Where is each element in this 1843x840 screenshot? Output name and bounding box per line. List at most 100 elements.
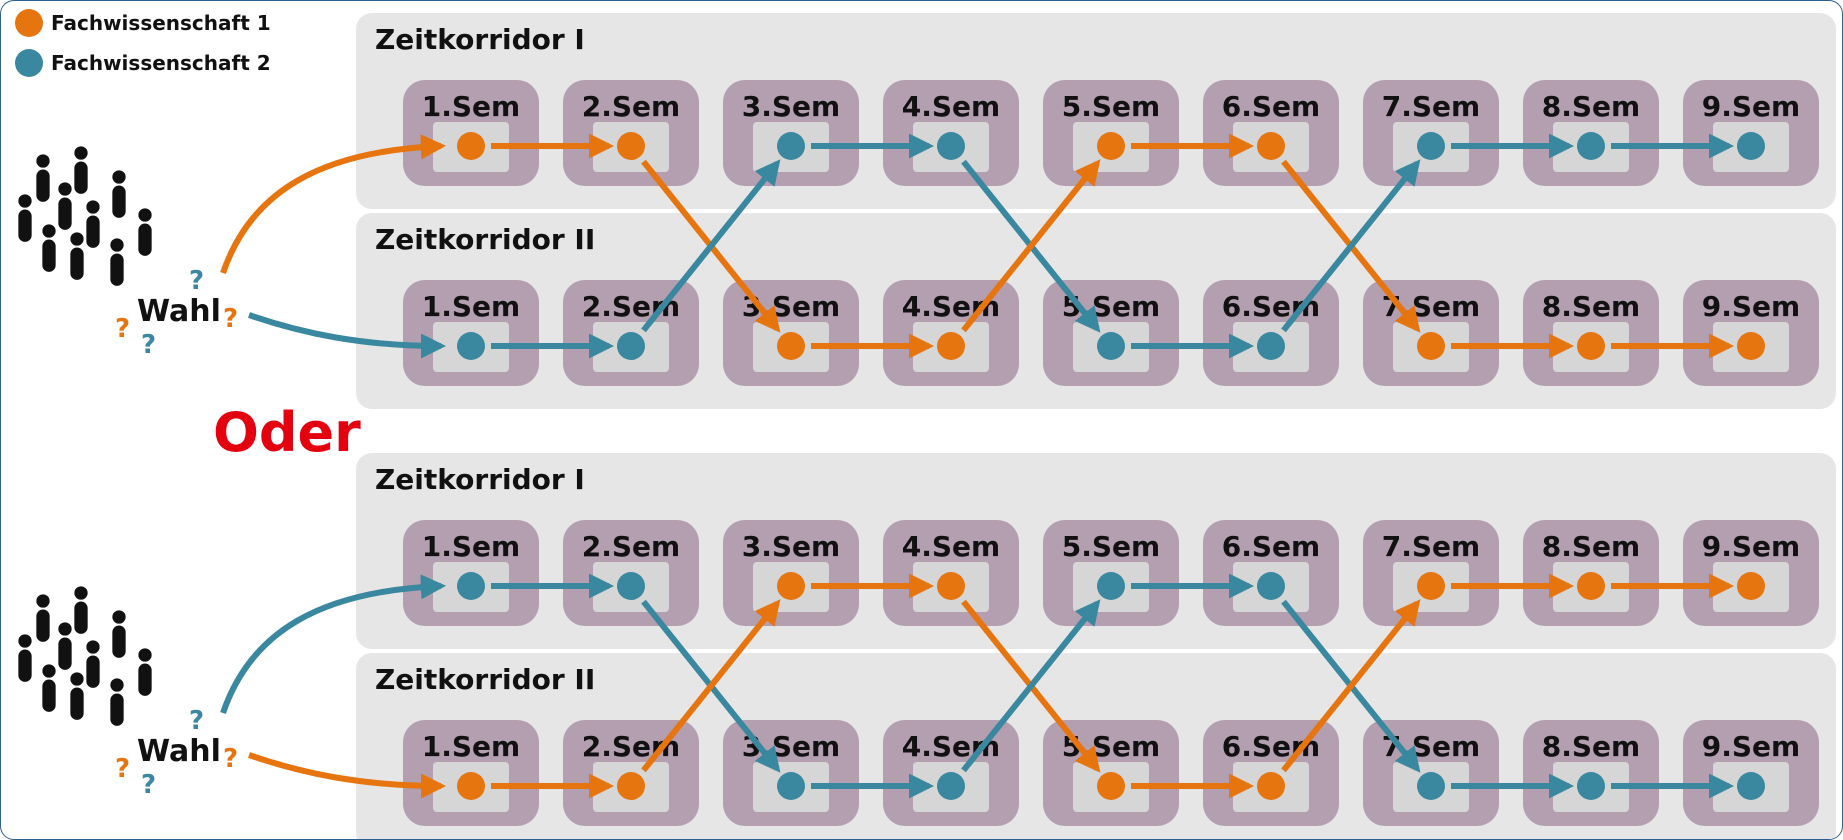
person-head-icon: [42, 664, 56, 678]
entry-arrow: [248, 312, 447, 359]
person-head-icon: [58, 182, 72, 196]
person-body-icon: [58, 637, 72, 670]
person-head-icon: [18, 634, 32, 648]
person-body-icon: [42, 679, 56, 712]
course-dot: [777, 132, 805, 160]
person-body-icon: [112, 185, 126, 218]
course-dot: [1577, 132, 1605, 160]
course-dot: [937, 132, 965, 160]
semester-label: 2.Sem: [582, 530, 680, 563]
person-head-icon: [86, 640, 100, 654]
course-dot: [777, 572, 805, 600]
person-head-icon: [70, 232, 84, 246]
person-head-icon: [42, 224, 56, 238]
course-dot: [617, 772, 645, 800]
people-crowd-icon: [18, 146, 152, 286]
course-dot: [1097, 772, 1125, 800]
semester-label: 5.Sem: [1062, 530, 1160, 563]
semester-label: 4.Sem: [902, 90, 1000, 123]
course-dot: [1417, 332, 1445, 360]
person-head-icon: [58, 622, 72, 636]
legend-swatch-fach2: [15, 49, 43, 77]
person-body-icon: [74, 601, 88, 634]
semester-label: 2.Sem: [582, 90, 680, 123]
semester-label: 1.Sem: [422, 730, 520, 763]
person-head-icon: [112, 610, 126, 624]
question-mark: ?: [115, 754, 130, 784]
course-dot: [617, 572, 645, 600]
person-body-icon: [42, 239, 56, 272]
person-body-icon: [70, 687, 84, 720]
question-mark: ?: [189, 266, 204, 296]
person-head-icon: [138, 648, 152, 662]
person-body-icon: [18, 649, 32, 682]
course-dot: [937, 332, 965, 360]
semester-label: 9.Sem: [1702, 530, 1800, 563]
course-dot: [777, 772, 805, 800]
person-head-icon: [110, 238, 124, 252]
question-mark: ?: [141, 770, 156, 800]
course-dot: [1097, 572, 1125, 600]
course-dot: [1097, 132, 1125, 160]
entry-arrow: [220, 574, 447, 714]
person-body-icon: [18, 209, 32, 242]
person-body-icon: [110, 693, 124, 726]
question-mark: ?: [223, 304, 238, 334]
person-body-icon: [138, 223, 152, 256]
semester-label: 4.Sem: [902, 530, 1000, 563]
semester-label: 8.Sem: [1542, 730, 1640, 763]
question-mark: ?: [189, 706, 204, 736]
question-mark: ?: [141, 330, 156, 360]
person-head-icon: [36, 594, 50, 608]
semester-label: 7.Sem: [1382, 90, 1480, 123]
course-dot: [777, 332, 805, 360]
person-body-icon: [74, 161, 88, 194]
person-head-icon: [18, 194, 32, 208]
path-arrow: [1281, 599, 1421, 773]
path-arrow: [961, 599, 1101, 773]
course-dot: [1577, 572, 1605, 600]
semester-label: 1.Sem: [422, 290, 520, 323]
person-body-icon: [70, 247, 84, 280]
entry-arrow: [220, 134, 447, 274]
path-arrow: [961, 159, 1101, 333]
course-dot: [1097, 332, 1125, 360]
course-dot: [1257, 332, 1285, 360]
semester-label: 9.Sem: [1702, 90, 1800, 123]
entry-arrow: [248, 752, 447, 799]
course-dot: [1417, 772, 1445, 800]
person-body-icon: [112, 625, 126, 658]
corridor-label: Zeitkorridor I: [375, 23, 585, 56]
course-dot: [1737, 572, 1765, 600]
legend-item-fach2: Fachwissenschaft 2: [15, 49, 271, 77]
course-dot: [457, 332, 485, 360]
question-mark: ?: [223, 744, 238, 774]
person-head-icon: [74, 586, 88, 600]
course-dot: [457, 772, 485, 800]
course-dot: [1257, 132, 1285, 160]
semester-label: 1.Sem: [422, 530, 520, 563]
course-dot: [1577, 772, 1605, 800]
oder-label: Oder: [213, 401, 361, 464]
course-dot: [1577, 332, 1605, 360]
wahl-label: Wahl: [137, 294, 221, 329]
person-body-icon: [36, 169, 50, 202]
person-head-icon: [138, 208, 152, 222]
corridor-label: Zeitkorridor II: [375, 223, 595, 256]
semester-label: 8.Sem: [1542, 530, 1640, 563]
semester-label: 3.Sem: [742, 530, 840, 563]
person-body-icon: [36, 609, 50, 642]
course-dot: [937, 772, 965, 800]
legend-label-fach2: Fachwissenschaft 2: [51, 51, 271, 75]
course-dot: [457, 572, 485, 600]
person-body-icon: [86, 215, 100, 248]
person-head-icon: [36, 154, 50, 168]
course-dot: [617, 132, 645, 160]
semester-label: 5.Sem: [1062, 90, 1160, 123]
path-arrow: [641, 159, 781, 333]
wahl-label: Wahl: [137, 734, 221, 769]
